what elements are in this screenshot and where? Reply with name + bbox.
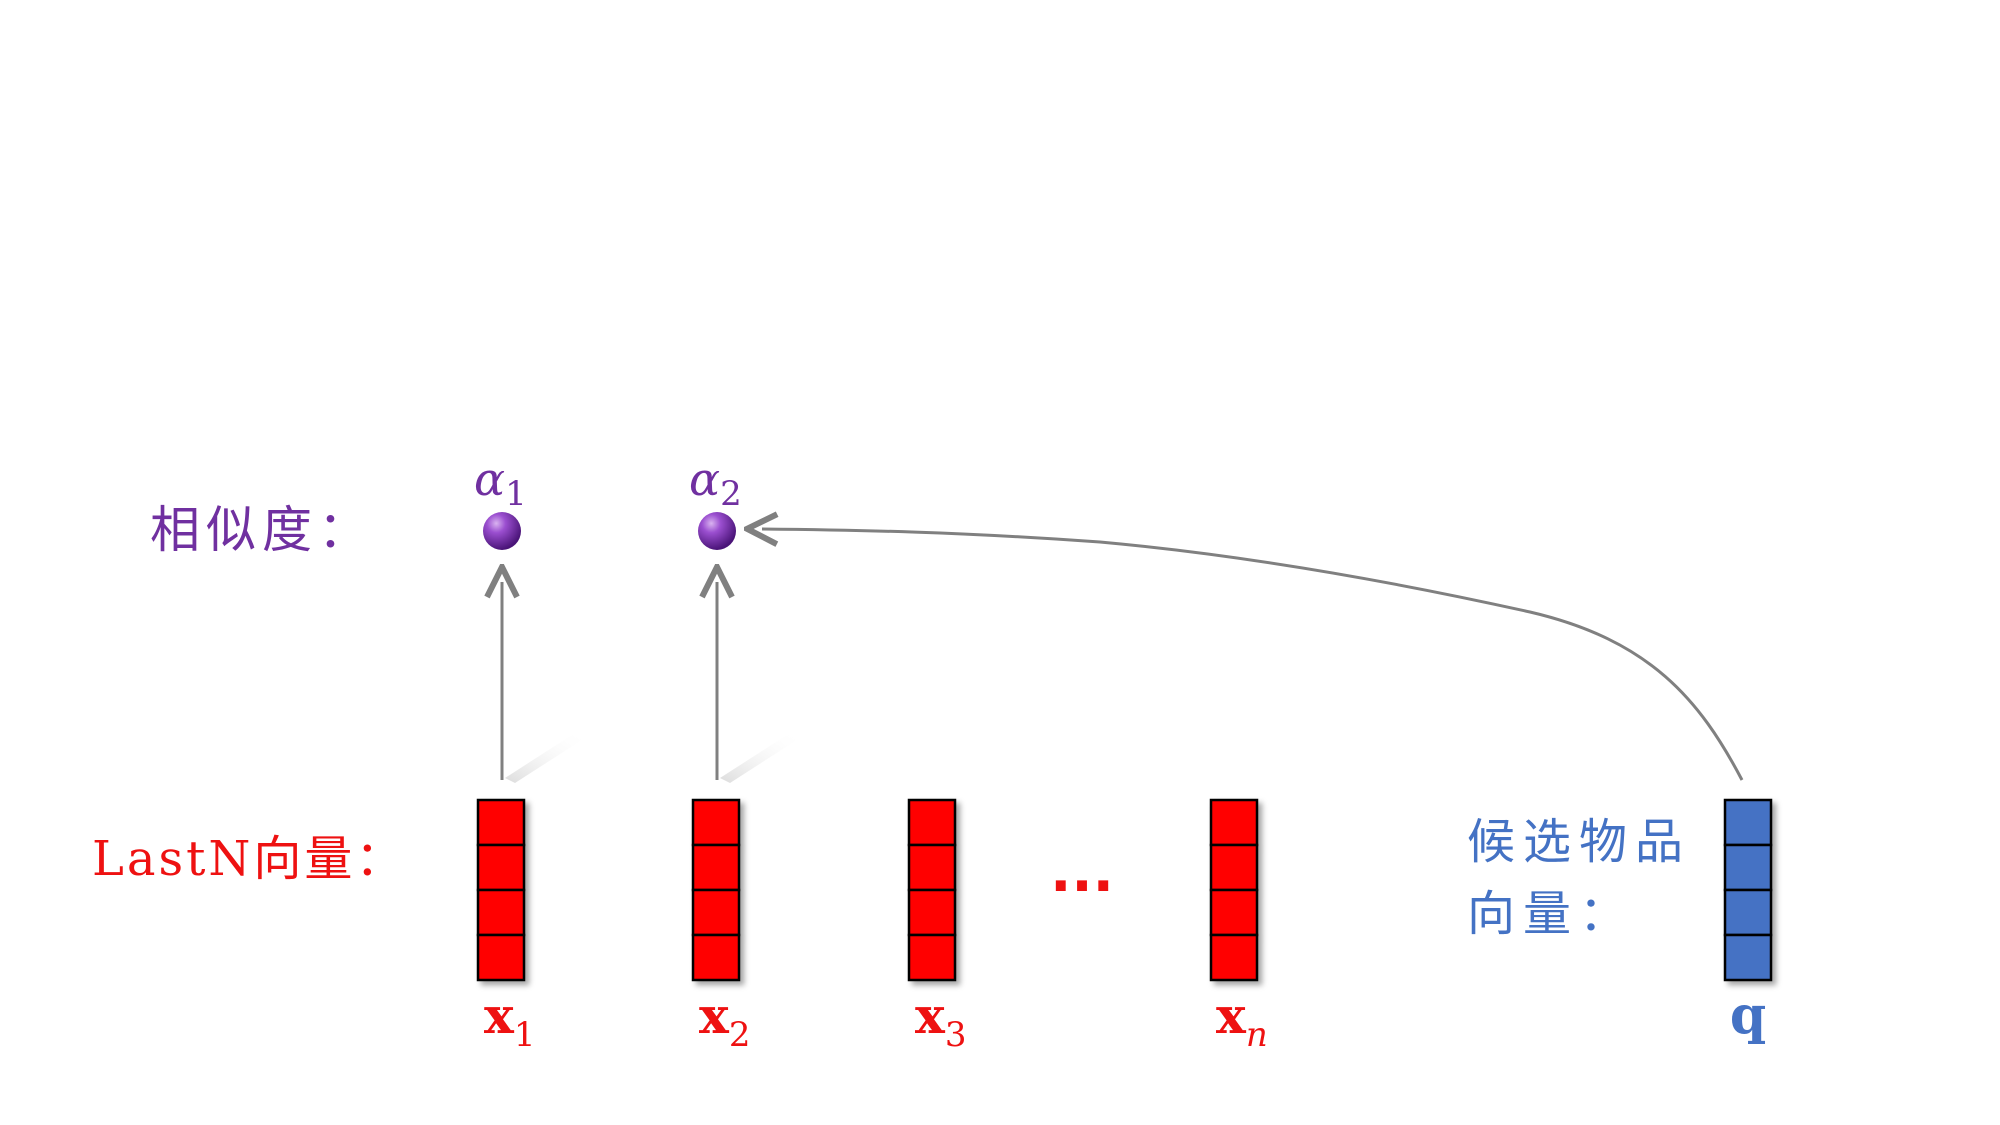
x2-label: x2	[699, 986, 750, 1055]
vector-xn-cell-2	[1209, 843, 1259, 892]
candidate-label-line2: 向量：	[1467, 886, 1635, 942]
vector-x2	[691, 798, 741, 982]
vector-xn-cell-1	[1209, 798, 1259, 847]
x1-label: x1	[484, 986, 535, 1055]
vector-q-cell-1	[1723, 798, 1773, 847]
vector-x3-cell-3	[907, 888, 957, 937]
vector-x2-cell-3	[691, 888, 741, 937]
x1-sub: 1	[514, 1015, 536, 1055]
vector-q	[1723, 798, 1773, 982]
similarity-ball-1	[483, 512, 521, 550]
alpha-2-base: α	[689, 452, 720, 506]
vector-x2-cell-4	[691, 933, 741, 982]
alpha-2-sub: 2	[720, 474, 742, 514]
vector-q-cell-3	[1723, 888, 1773, 937]
vector-x3-cell-1	[907, 798, 957, 847]
vector-q-cell-2	[1723, 843, 1773, 892]
vector-xn-cell-4	[1209, 933, 1259, 982]
vector-x2-cell-2	[691, 843, 741, 892]
vector-x3-cell-4	[907, 933, 957, 982]
x3-base: x	[915, 986, 946, 1045]
xn-sub: n	[1246, 1015, 1268, 1055]
alpha-1-base: α	[474, 452, 505, 506]
vector-x3	[907, 798, 957, 982]
alpha-1-label: α1	[474, 452, 527, 514]
vector-x1-cell-3	[476, 888, 526, 937]
vector-x3-cell-2	[907, 843, 957, 892]
vector-q-cell-4	[1723, 933, 1773, 982]
lastn-label: LastN向量：	[92, 831, 406, 887]
vector-x2-cell-1	[691, 798, 741, 847]
vector-x1-cell-2	[476, 843, 526, 892]
vector-xn-cell-3	[1209, 888, 1259, 937]
x1-base: x	[484, 986, 515, 1045]
similarity-label: 相似度：	[150, 501, 374, 559]
arrow-q-to-alpha2	[762, 529, 1744, 781]
vector-x1-cell-4	[476, 933, 526, 982]
ellipsis: ···	[1050, 854, 1114, 919]
x2-sub: 2	[729, 1015, 751, 1055]
xn-base: x	[1216, 986, 1247, 1045]
vector-x1-cell-1	[476, 798, 526, 847]
q-label: q	[1730, 985, 1766, 1046]
xn-label: xn	[1216, 986, 1268, 1055]
reflection-1	[505, 733, 585, 783]
reflection-2	[720, 733, 800, 783]
x3-label: x3	[915, 986, 966, 1055]
candidate-label-line1: 候选物品	[1467, 814, 1691, 870]
vector-x1	[476, 798, 526, 982]
x3-sub: 3	[945, 1015, 967, 1055]
similarity-ball-2	[698, 512, 736, 550]
vector-xn	[1209, 798, 1259, 982]
x2-base: x	[699, 986, 730, 1045]
alpha-1-sub: 1	[505, 474, 527, 514]
alpha-2-label: α2	[689, 452, 742, 514]
